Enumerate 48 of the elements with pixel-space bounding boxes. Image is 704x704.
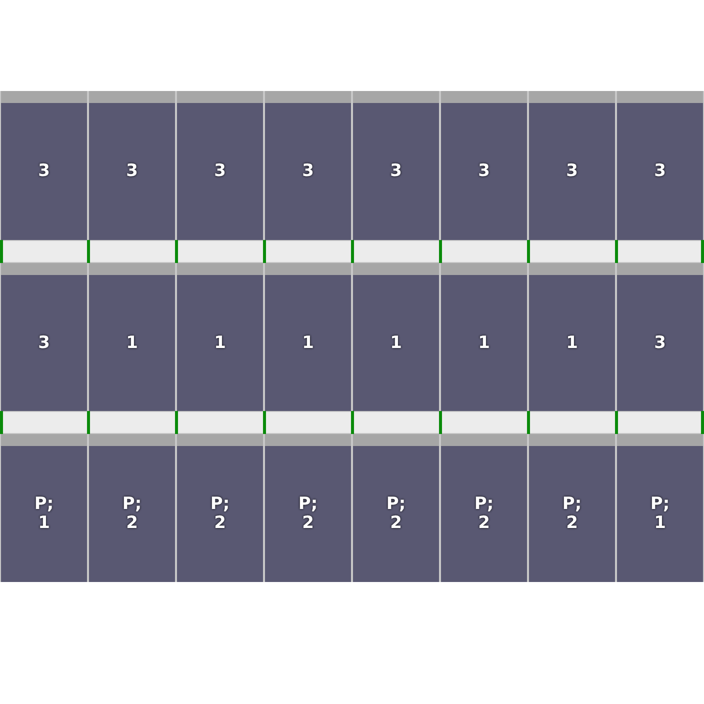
- block-label: P; 2: [122, 495, 142, 533]
- block-label: P; 2: [562, 495, 582, 533]
- terminal-block: [616, 446, 704, 582]
- terminal-block: [88, 275, 176, 411]
- block-label: 3: [214, 162, 226, 181]
- block-label: P; 2: [386, 495, 406, 533]
- terminal-block: [264, 275, 352, 411]
- terminal-block: [88, 446, 176, 582]
- block-label: 3: [478, 162, 490, 181]
- block-label: 3: [566, 162, 578, 181]
- block-label: 3: [38, 334, 50, 352]
- block-label: 3: [654, 162, 666, 181]
- block-label: 3: [38, 162, 50, 181]
- block-label: P; 2: [474, 495, 494, 533]
- block-label: P; 2: [298, 495, 318, 533]
- block-label: 1: [390, 334, 402, 352]
- terminal-block: [528, 275, 616, 411]
- block-label: P; 1: [34, 495, 54, 533]
- block-label: 1: [126, 334, 138, 352]
- terminal-block: [176, 275, 264, 411]
- terminal-block: [440, 275, 528, 411]
- terminal-block: [440, 103, 528, 240]
- block-label: 1: [302, 334, 314, 352]
- block-label: 3: [302, 162, 314, 181]
- terminal-block: [0, 103, 88, 240]
- terminal-block: [616, 275, 704, 411]
- terminal-block: [0, 446, 88, 582]
- terminal-block: [616, 103, 704, 240]
- terminal-block: [528, 446, 616, 582]
- terminal-block: [528, 103, 616, 240]
- terminal-block: [264, 103, 352, 240]
- terminal-block: [0, 275, 88, 411]
- block-label: 3: [390, 162, 402, 181]
- terminal-block: [352, 103, 440, 240]
- block-label: P; 2: [210, 495, 230, 533]
- terminal-block: [352, 275, 440, 411]
- terminal-block: [264, 446, 352, 582]
- block-label: 1: [214, 334, 226, 352]
- terminal-block: [440, 446, 528, 582]
- block-label: P; 1: [650, 495, 670, 533]
- block-label: 1: [566, 334, 578, 352]
- terminal-block: [176, 446, 264, 582]
- terminal-block: [352, 446, 440, 582]
- block-label: 3: [654, 334, 666, 352]
- terminal-block: [176, 103, 264, 240]
- terminal-block: [88, 103, 176, 240]
- block-label: 1: [478, 334, 490, 352]
- block-label: 3: [126, 162, 138, 181]
